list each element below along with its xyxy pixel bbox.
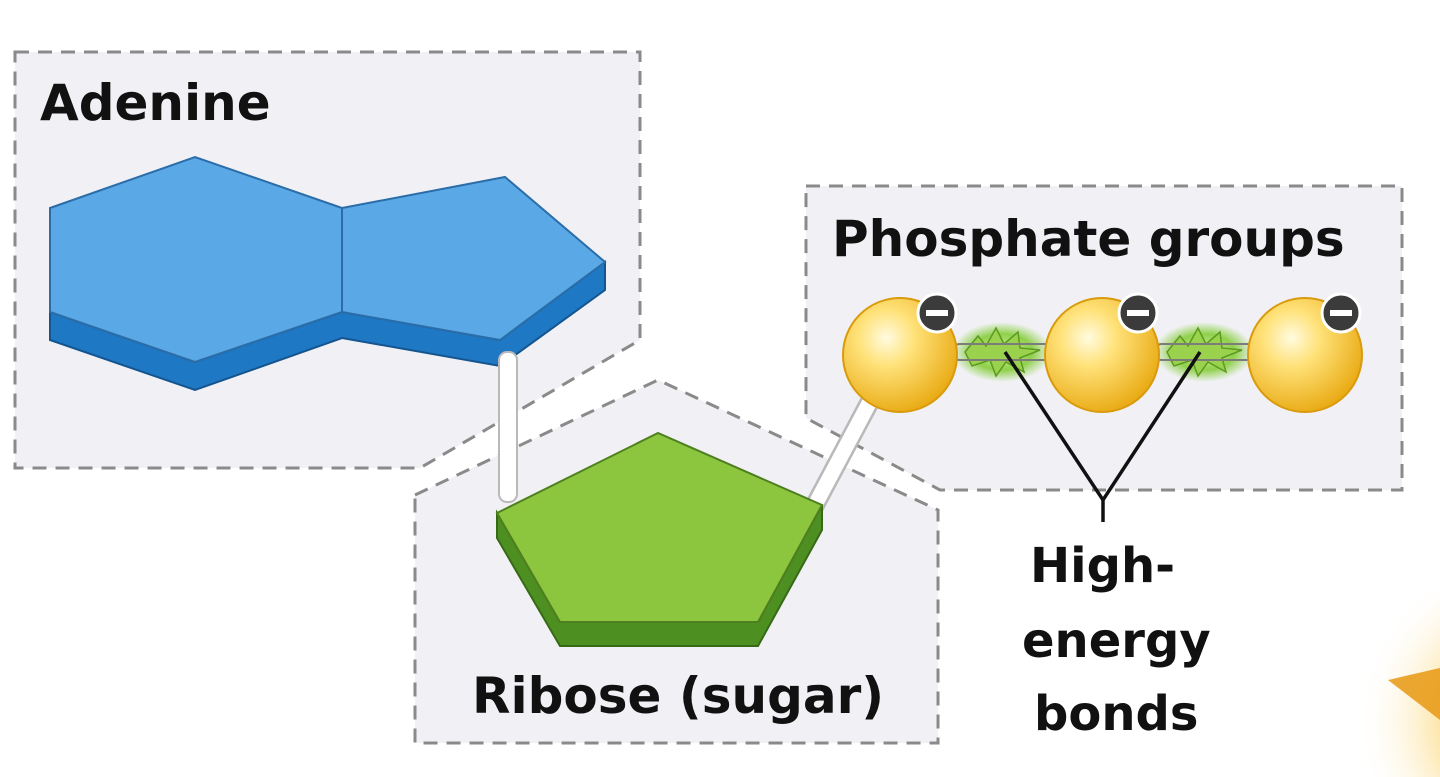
bond-label-line-1: High- — [1030, 538, 1175, 594]
corner-glow-decoration — [1330, 590, 1440, 777]
bond-label-line-3: bonds — [1034, 686, 1198, 742]
ribose-label: Ribose (sugar) — [472, 667, 884, 725]
adenine-ribose-bond — [498, 351, 518, 503]
adenine-label: Adenine — [40, 74, 271, 132]
bond-label-line-2: energy — [1022, 613, 1211, 669]
phosphate-groups-label: Phosphate groups — [832, 210, 1345, 268]
ribose-ring-shape — [495, 431, 824, 647]
adenine-ring-shape — [49, 155, 607, 392]
high-energy-bond-2 — [1153, 322, 1259, 382]
bond-pointer-lines — [1003, 351, 1202, 522]
negative-charge-icon — [1117, 292, 1159, 334]
negative-charge-icon — [916, 292, 958, 334]
ribose-phosphate-bond — [805, 382, 885, 515]
negative-charge-icon — [1320, 292, 1362, 334]
